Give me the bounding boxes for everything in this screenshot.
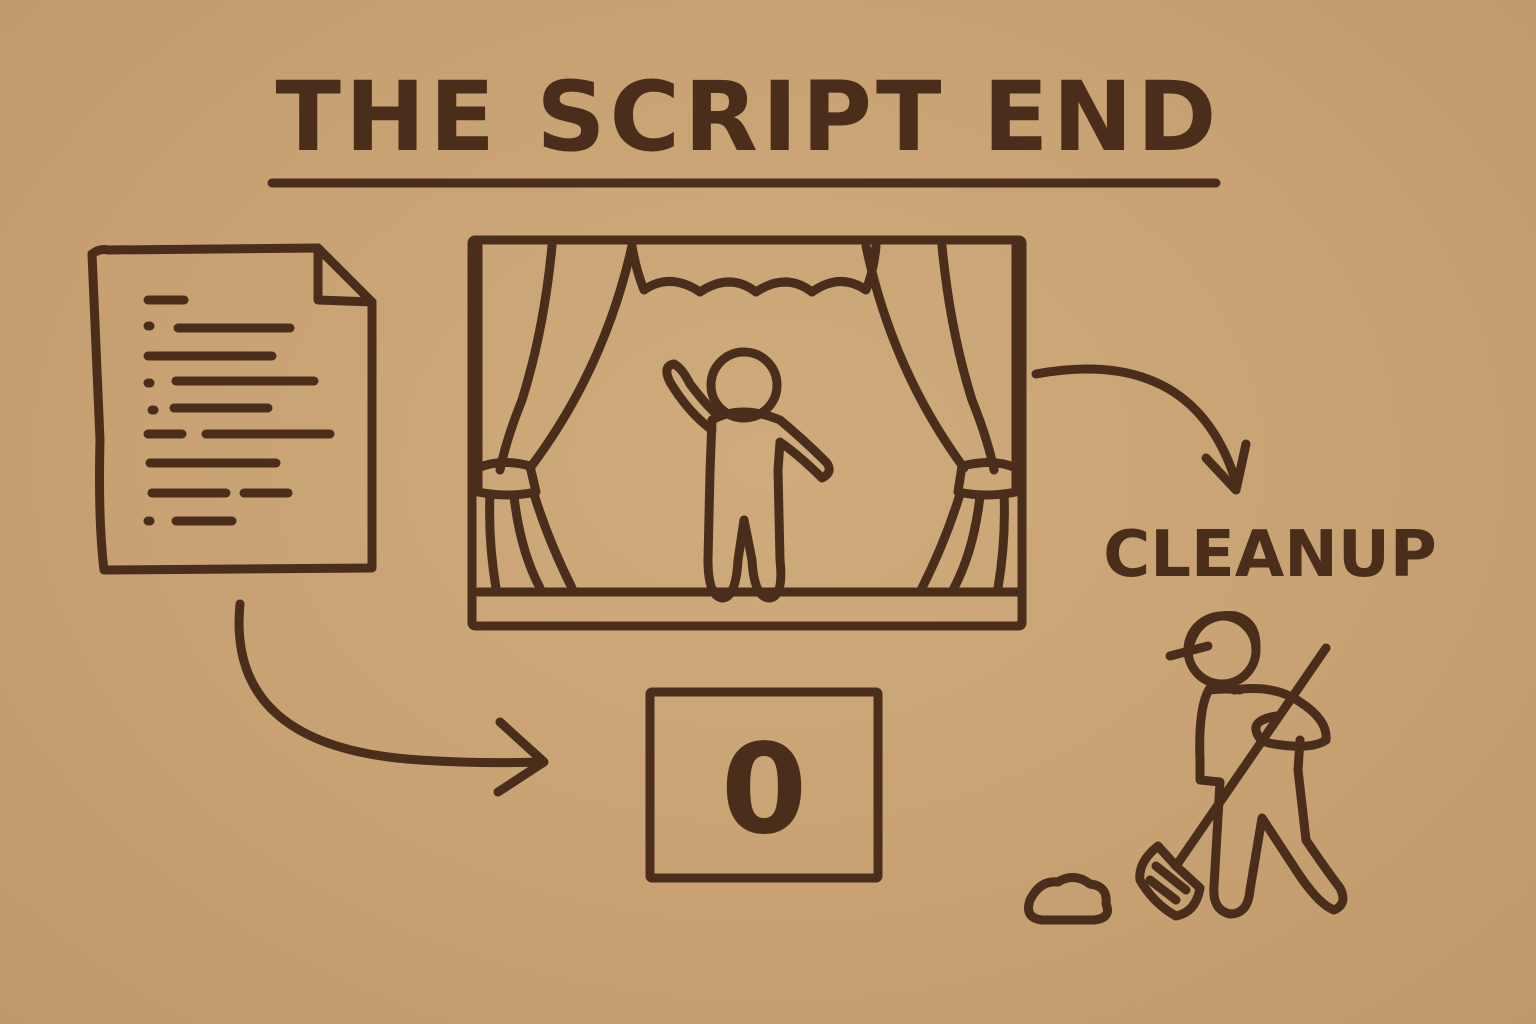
cleanup-label: CLEANUP (1103, 518, 1436, 592)
dirt-pile (1024, 873, 1112, 925)
arrow-stage-to-cleanup (1031, 364, 1239, 481)
arrowhead-stage-to-cleanup (1201, 439, 1251, 495)
janitor-sweeping-icon (1024, 611, 1348, 925)
exit-code-box: 0 (645, 687, 883, 883)
script-lines (143, 295, 335, 526)
script-document-icon (87, 243, 377, 575)
exit-code-value: 0 (721, 718, 807, 862)
diagram-title: THE SCRIPT END (276, 61, 1221, 173)
arrowhead-script-to-exit-code (493, 717, 549, 797)
performer-figure (662, 347, 834, 603)
arrow-script-to-exit-code (234, 599, 545, 768)
theater-stage-icon (467, 235, 1027, 631)
